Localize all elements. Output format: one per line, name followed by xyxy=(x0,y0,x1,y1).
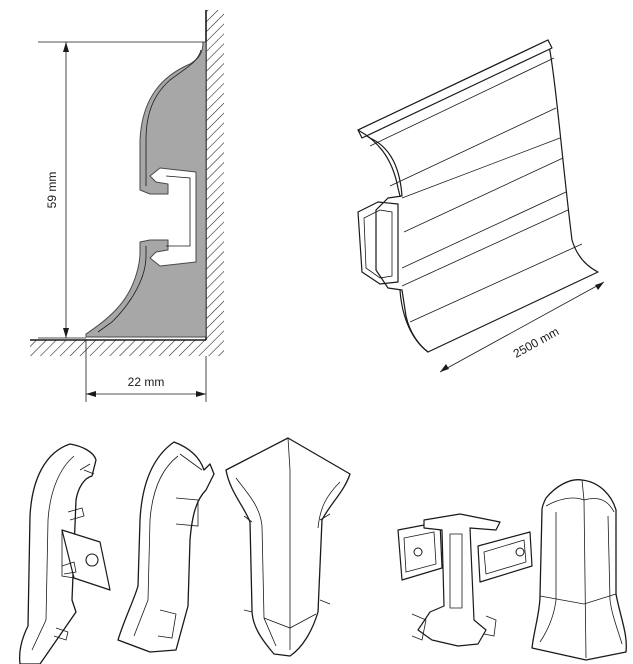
length-dimension-label: 2500 mm xyxy=(511,324,562,361)
skirting-3d-view: 2500 mm xyxy=(357,39,605,373)
profile-face xyxy=(357,39,599,353)
depth-dimension-label: 22 mm xyxy=(128,375,165,389)
floor-hatching xyxy=(30,340,224,356)
cross-section: 59 mm 22 mm xyxy=(30,10,224,402)
corner-connector xyxy=(397,513,533,647)
skirting-profile xyxy=(85,41,207,338)
connector xyxy=(117,441,215,653)
height-dimension-label: 59 mm xyxy=(45,172,59,209)
external-corner xyxy=(531,479,627,661)
end-cap xyxy=(18,443,111,664)
internal-corner xyxy=(225,437,351,657)
wall-hatching xyxy=(206,10,224,340)
